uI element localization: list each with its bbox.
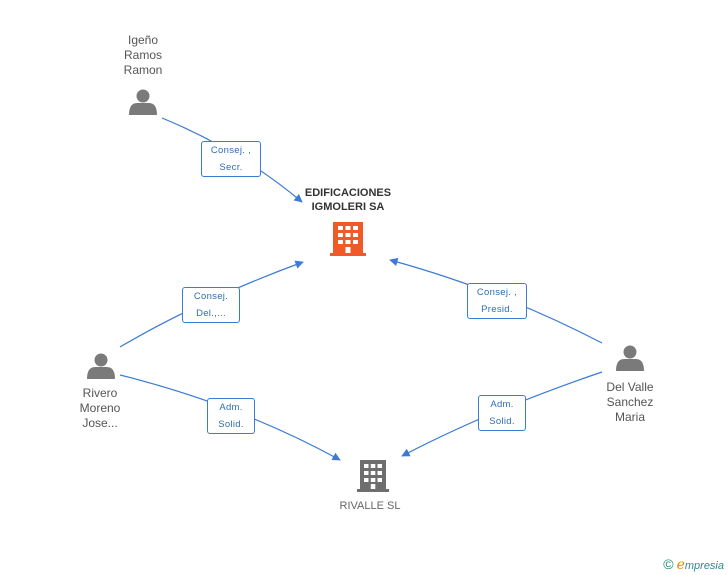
person-name-line: Moreno — [79, 401, 121, 415]
building-icon[interactable] — [330, 222, 366, 256]
person-name-line: Igeño — [127, 33, 159, 47]
edge-label-rivero-edificaciones: Consej. Del.,... — [182, 287, 240, 323]
person-name-line: Jose... — [82, 416, 118, 430]
person-label-delvalle[interactable]: Del Valle Sanchez Maria — [588, 380, 672, 425]
edge-label-line: Adm. — [219, 402, 243, 413]
person-name-line: Sanchez — [606, 395, 654, 409]
edge-label-line: Presid. — [481, 304, 513, 315]
person-icon[interactable] — [129, 89, 157, 116]
edge-label-line: Consej. , — [476, 287, 518, 298]
edge-label-delvalle-edificaciones: Consej. , Presid. — [467, 283, 527, 319]
copyright-icon: © — [663, 556, 674, 572]
person-name-line: Maria — [614, 410, 645, 424]
company-name-line: RIVALLE SL — [339, 500, 401, 512]
edge-label-line: Solid. — [218, 419, 244, 430]
edge-label-rivero-rivalle: Adm. Solid. — [207, 398, 255, 434]
edge-label-line: Del.,... — [196, 308, 226, 319]
company-name-line: IGMOLERI SA — [311, 201, 385, 213]
person-name-line: Del Valle — [606, 380, 654, 394]
person-label-igeno[interactable]: Igeño Ramos Ramon — [103, 33, 183, 78]
company-label-edificaciones[interactable]: EDIFICACIONES IGMOLERI SA — [288, 186, 408, 214]
person-label-rivero[interactable]: Rivero Moreno Jose... — [60, 386, 140, 431]
edge-label-line: Consej. — [193, 291, 229, 302]
company-name-line: EDIFICACIONES — [304, 187, 392, 199]
edge-label-line: Solid. — [489, 416, 515, 427]
edge-label-delvalle-rivalle: Adm. Solid. — [478, 395, 526, 431]
person-name-line: Ramos — [123, 48, 162, 62]
building-icon[interactable] — [357, 460, 389, 492]
person-icon[interactable] — [87, 353, 115, 380]
person-name-line: Ramon — [123, 63, 163, 77]
edge-label-line: Secr. — [219, 162, 243, 173]
company-label-rivalle[interactable]: RIVALLE SL — [320, 499, 420, 513]
person-icon[interactable] — [616, 345, 644, 372]
edge-label-line: Adm. — [490, 399, 514, 410]
person-name-line: Rivero — [82, 386, 118, 400]
footer-brand[interactable]: ©empresia — [663, 556, 724, 573]
brand-name: mpresia — [684, 560, 724, 572]
brand-logo-initial: e — [676, 557, 685, 573]
edge-label-igeno-edificaciones: Consej. , Secr. — [201, 141, 261, 177]
edge-label-line: Consej. , — [210, 145, 252, 156]
